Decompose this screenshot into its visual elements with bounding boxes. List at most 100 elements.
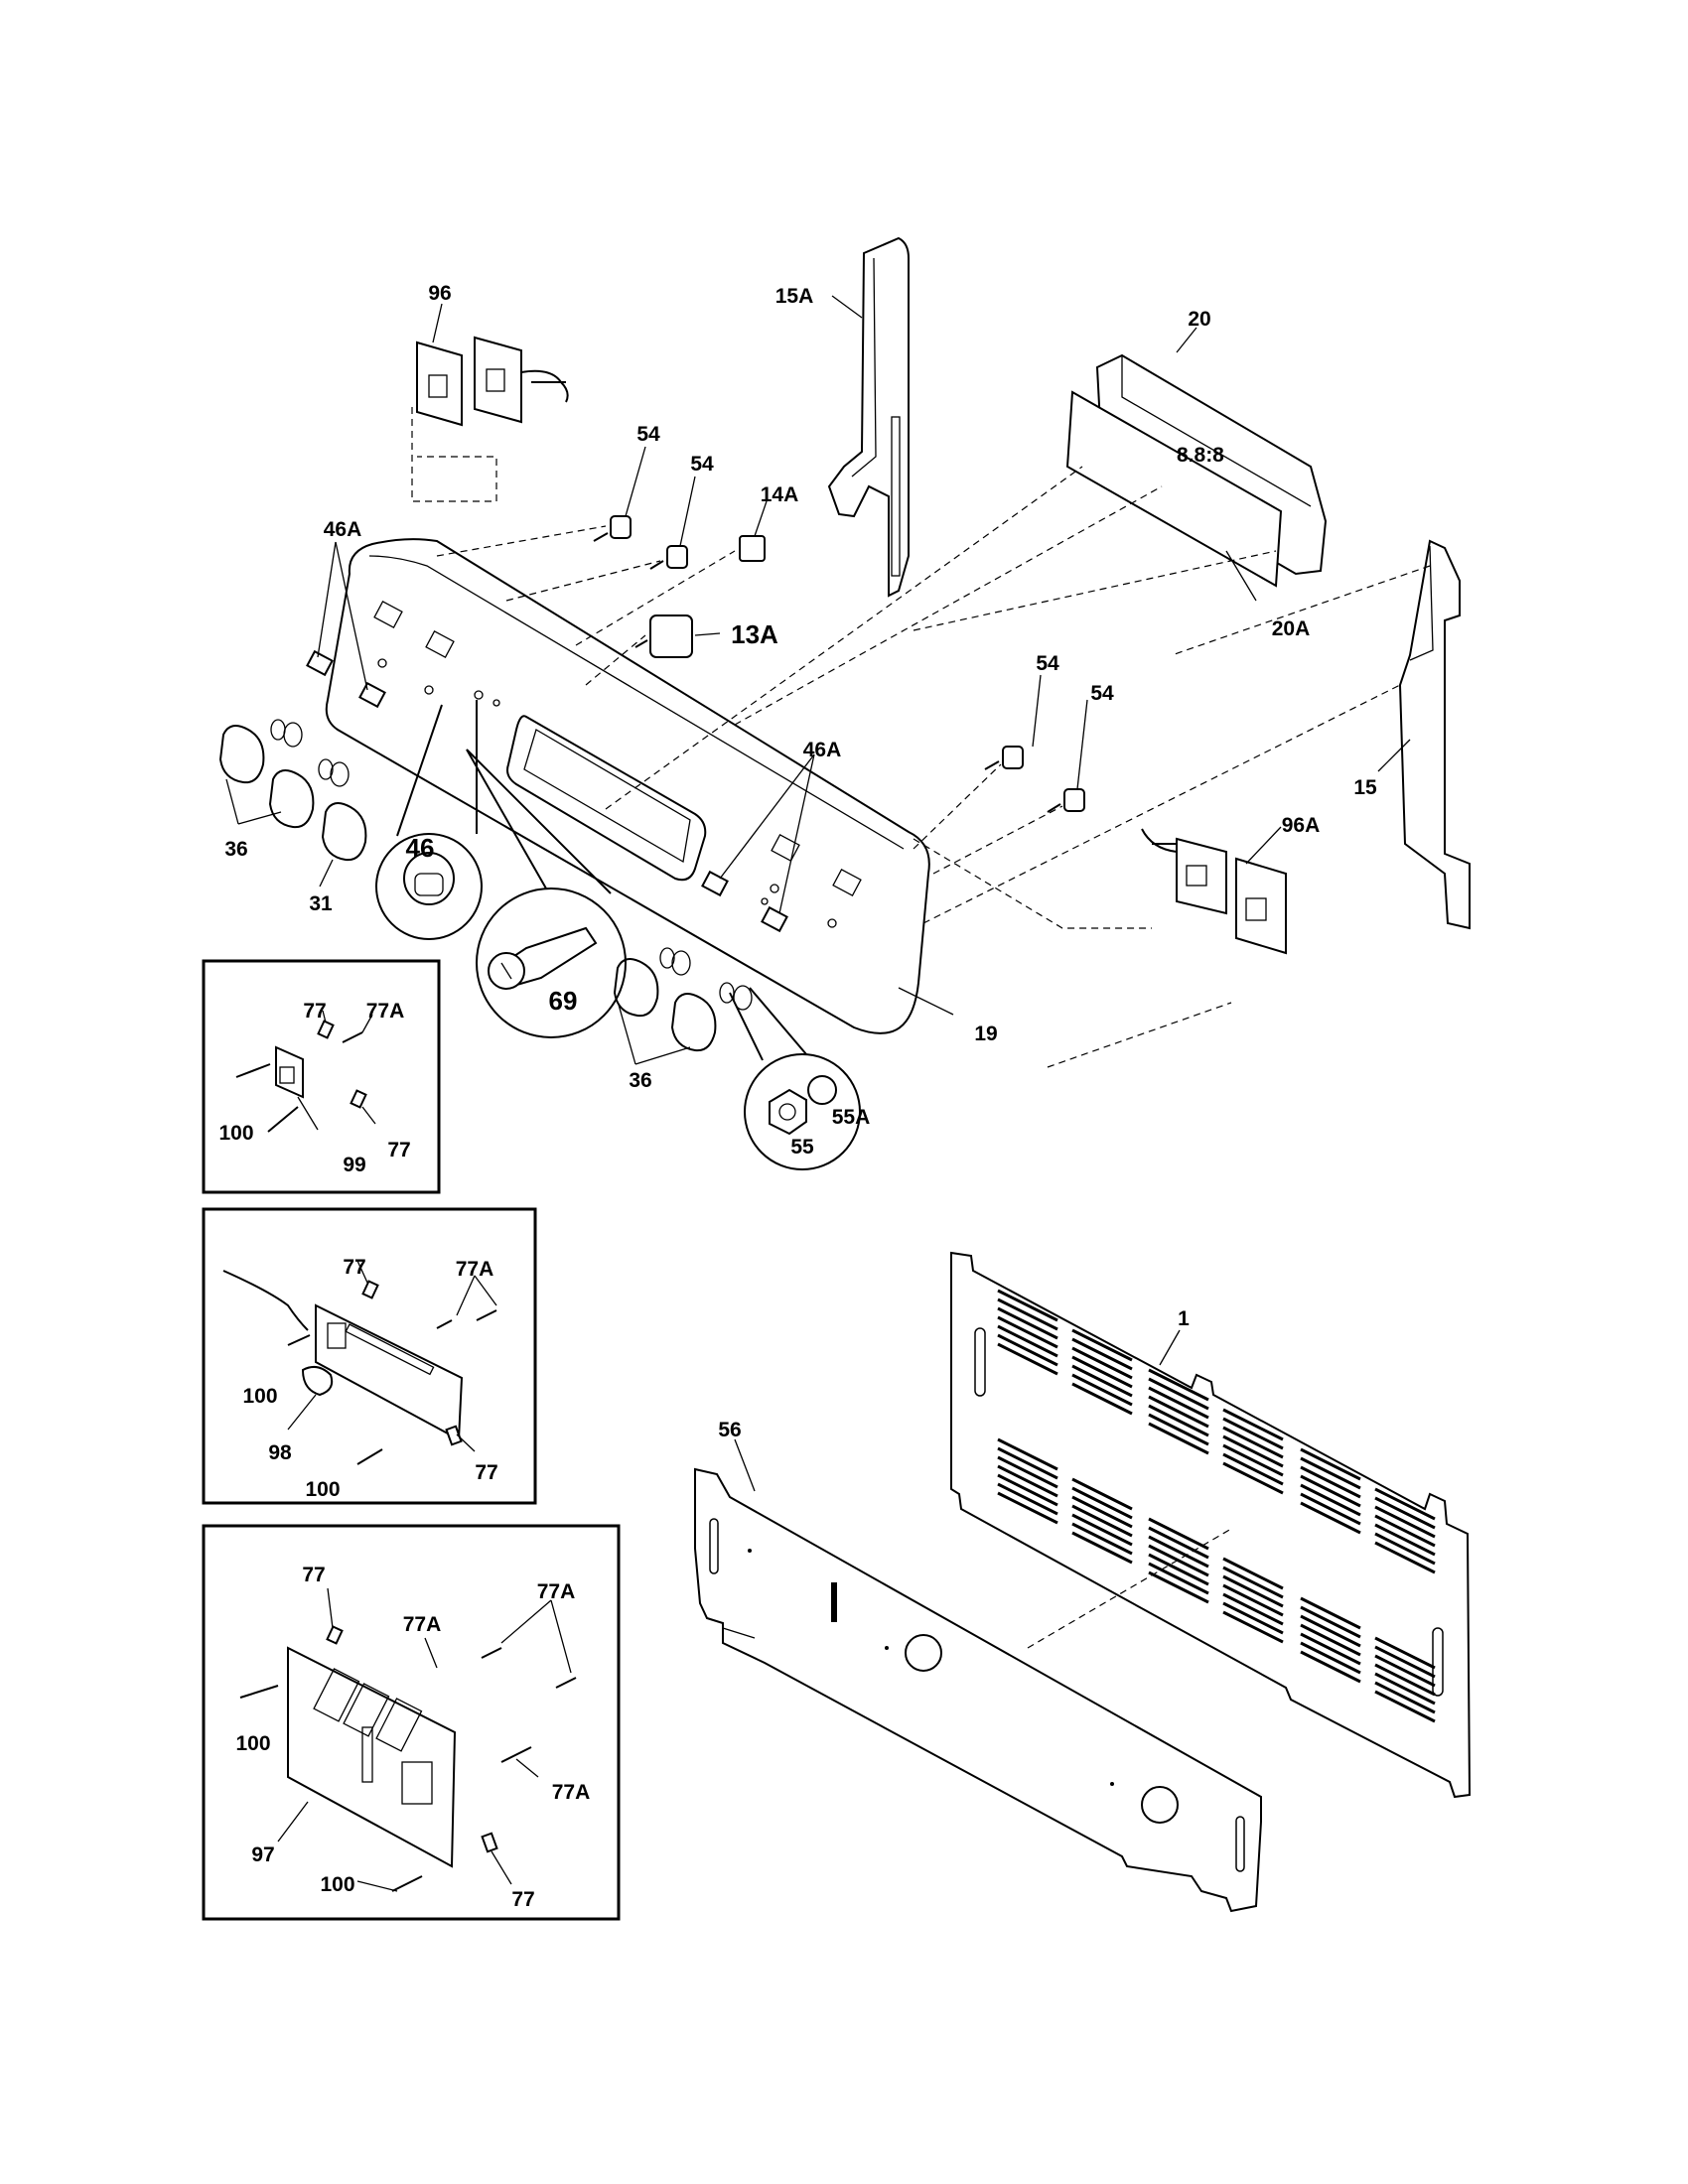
louvre-slot — [1222, 1461, 1284, 1495]
louvre-slot — [1148, 1422, 1209, 1455]
louvre-slot — [1148, 1553, 1209, 1586]
label-54-c: 54 — [1036, 652, 1059, 675]
louvre-slot — [1374, 1532, 1436, 1566]
louvre-slot — [1300, 1632, 1361, 1666]
switch-14A — [739, 535, 766, 562]
louvre-slot — [1148, 1570, 1209, 1604]
label-15A: 15A — [775, 285, 814, 308]
louvre-slot — [1071, 1522, 1133, 1556]
louvre-slot — [1222, 1443, 1284, 1477]
louvre-slot — [1300, 1596, 1361, 1630]
louvre-slot — [1222, 1566, 1284, 1599]
louvre-slot — [1374, 1505, 1436, 1539]
louvre-slot — [1148, 1544, 1209, 1577]
detail-box-3 — [202, 1524, 621, 1921]
louvre-slot — [1222, 1408, 1284, 1441]
callout-69 — [466, 749, 627, 1038]
louvre-slot — [1071, 1486, 1133, 1520]
louvre-slot — [1374, 1496, 1436, 1530]
louvre-slot — [1222, 1557, 1284, 1590]
louvre-slot — [997, 1446, 1058, 1480]
knob-36-right-2 — [670, 982, 753, 1052]
box2-label-77A: 77A — [456, 1258, 494, 1281]
louvre-slot — [1374, 1514, 1436, 1548]
box1-label-99: 99 — [343, 1154, 365, 1176]
louvre-slot — [1374, 1654, 1436, 1688]
louvre-slot — [1374, 1690, 1436, 1723]
louvre-slot — [1071, 1373, 1133, 1407]
box3-label-77A-2: 77A — [537, 1580, 576, 1603]
louvre-slot — [1071, 1382, 1133, 1416]
louvre-slot — [1148, 1404, 1209, 1437]
louvre-slot — [1222, 1574, 1284, 1608]
louvre-slot — [1222, 1610, 1284, 1644]
label-1: 1 — [1178, 1307, 1190, 1330]
louvre-slot — [1222, 1452, 1284, 1486]
box2-label-100-left: 100 — [242, 1385, 277, 1408]
label-46: 46 — [406, 833, 435, 863]
box2-label-77-bottom: 77 — [475, 1461, 497, 1484]
label-54-a: 54 — [636, 423, 660, 446]
label-55A: 55A — [832, 1106, 871, 1129]
louvre-slot — [1374, 1636, 1436, 1670]
box1-label-77-bottom: 77 — [387, 1139, 410, 1161]
label-46A-left: 46A — [324, 518, 362, 541]
louvre-slot — [997, 1324, 1058, 1358]
box1-label-100: 100 — [218, 1122, 253, 1145]
label-15: 15 — [1353, 776, 1377, 799]
louvre-slot — [1071, 1328, 1133, 1362]
label-54-b: 54 — [690, 453, 714, 476]
label-36-left: 36 — [224, 838, 247, 861]
louvre-slot — [1222, 1592, 1284, 1626]
louvre-slot — [1300, 1605, 1361, 1639]
label-19: 19 — [974, 1023, 997, 1045]
louvre-slot — [997, 1297, 1058, 1331]
louvre-slot — [1374, 1645, 1436, 1679]
box2-label-100-bottom: 100 — [305, 1478, 340, 1501]
louvre-slot — [997, 1491, 1058, 1525]
louvre-slot — [1222, 1583, 1284, 1617]
label-36-right: 36 — [629, 1069, 651, 1092]
louvre-slot — [1374, 1541, 1436, 1574]
louvre-slot — [1222, 1434, 1284, 1468]
louvre-slot — [997, 1289, 1058, 1322]
box3-label-77A-1: 77A — [403, 1613, 442, 1636]
louvre-slot — [1071, 1364, 1133, 1398]
louvre-slot — [997, 1437, 1058, 1471]
control-board-96 — [411, 336, 569, 502]
assembly-lines — [436, 466, 1431, 1068]
louvre-slot — [997, 1306, 1058, 1340]
louvre-slot — [1300, 1501, 1361, 1535]
louvre-slot — [1300, 1614, 1361, 1648]
rear-panel-1 — [950, 1251, 1472, 1799]
label-20A: 20A — [1272, 617, 1311, 640]
bracket-15A — [827, 236, 910, 598]
box1-label-77-top: 77 — [303, 1000, 326, 1023]
louvre-slot — [1300, 1465, 1361, 1499]
box3-label-97: 97 — [251, 1843, 274, 1866]
infinite-switch-54d — [1047, 788, 1085, 813]
clock-control-20: 8.8:8 — [1065, 353, 1328, 588]
louvre-slot — [1071, 1495, 1133, 1529]
louvre-slot — [997, 1333, 1058, 1367]
label-55: 55 — [790, 1136, 814, 1159]
bracket-15 — [1398, 539, 1471, 930]
box3-label-100-bottom: 100 — [320, 1873, 354, 1896]
louvre-slot — [997, 1455, 1058, 1489]
label-20: 20 — [1188, 308, 1210, 331]
louvre-slot — [1071, 1531, 1133, 1565]
switch-13A — [634, 614, 693, 658]
callout-46 — [375, 700, 483, 940]
label-13A: 13A — [731, 619, 778, 649]
label-69: 69 — [549, 986, 578, 1016]
box2-label-77-top: 77 — [343, 1256, 365, 1279]
detail-box-1 — [202, 959, 441, 1194]
louvre-slot — [997, 1342, 1058, 1376]
indicator-light-46A-left — [306, 649, 386, 709]
detail-box-2 — [202, 1207, 537, 1505]
label-46A-right: 46A — [803, 739, 842, 761]
louvre-slot — [1300, 1483, 1361, 1517]
louvre-slot — [1148, 1368, 1209, 1402]
box2-label-98: 98 — [268, 1441, 292, 1464]
louvre-slot — [997, 1473, 1058, 1507]
